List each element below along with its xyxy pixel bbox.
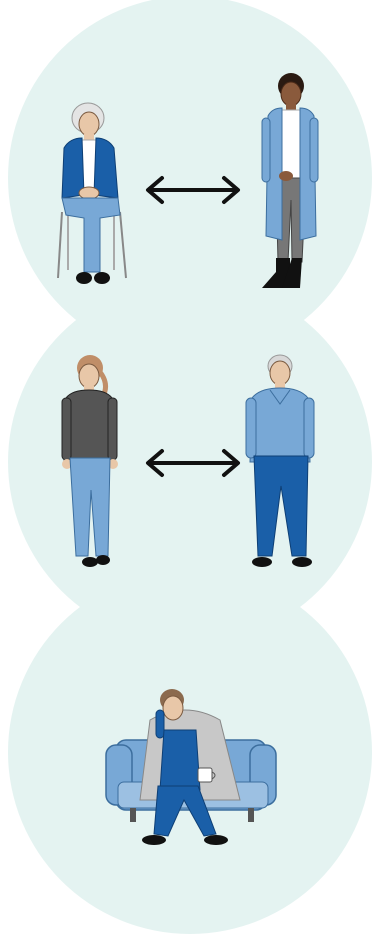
illustration — [0, 0, 374, 938]
